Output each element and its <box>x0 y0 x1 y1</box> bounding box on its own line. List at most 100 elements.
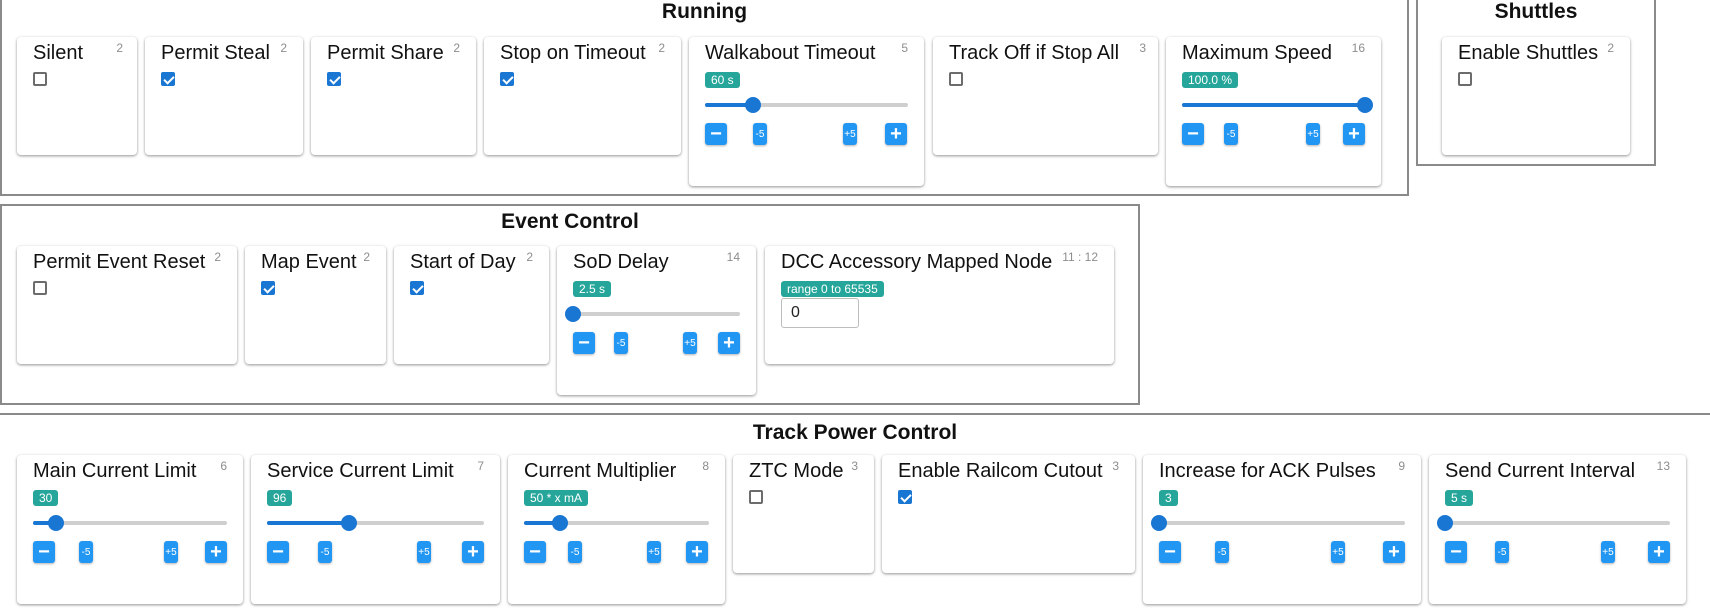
maximum-speed-slider[interactable] <box>1182 97 1373 113</box>
increase-ack-pulses-slider[interactable] <box>1151 515 1405 531</box>
slider-fill <box>267 521 349 525</box>
increment-button[interactable]: + <box>885 123 907 145</box>
dcc-node-input[interactable] <box>781 298 859 328</box>
sod-delay-card: SoD Delay 14 2.5 s − -5 +5 + <box>557 246 756 395</box>
increment-5-button[interactable]: +5 <box>843 123 857 145</box>
decrement-5-button[interactable]: -5 <box>1224 123 1238 145</box>
ztc-mode-checkbox[interactable] <box>749 490 763 504</box>
card-title: Enable Railcom Cutout <box>898 460 1103 482</box>
card-title: SoD Delay <box>573 251 669 273</box>
card-title: Main Current Limit <box>33 460 197 482</box>
decrement-button[interactable]: − <box>33 541 55 563</box>
card-index: 2 <box>658 41 665 55</box>
slider-fill <box>33 521 56 525</box>
decrement-5-button[interactable]: -5 <box>614 332 628 354</box>
increment-button[interactable]: + <box>205 541 227 563</box>
decrement-5-button[interactable]: -5 <box>1495 541 1509 563</box>
slider-thumb[interactable] <box>1357 97 1373 113</box>
increment-button[interactable]: + <box>462 541 484 563</box>
slider-thumb[interactable] <box>744 97 761 113</box>
increment-5-button[interactable]: +5 <box>1306 123 1320 145</box>
card-index: 8 <box>702 459 709 473</box>
decrement-5-button[interactable]: -5 <box>753 123 767 145</box>
current-multiplier-slider[interactable] <box>524 515 709 531</box>
card-index: 2 <box>363 250 370 264</box>
decrement-5-button[interactable]: -5 <box>568 541 582 563</box>
value-badge: 30 <box>33 490 59 506</box>
enable-railcom-cutout-card: Enable Railcom Cutout 3 <box>882 455 1135 573</box>
walkabout-timeout-slider[interactable] <box>705 97 908 113</box>
main-current-limit-slider[interactable] <box>33 515 227 531</box>
increment-5-button[interactable]: +5 <box>647 541 661 563</box>
card-title: Stop on Timeout <box>500 42 646 64</box>
card-index: 16 <box>1351 41 1365 55</box>
enable-railcom-cutout-checkbox[interactable] <box>898 490 912 504</box>
increment-5-button[interactable]: +5 <box>417 541 431 563</box>
increment-button[interactable]: + <box>686 541 708 563</box>
increment-button[interactable]: + <box>1343 123 1365 145</box>
card-index: 13 <box>1656 459 1670 473</box>
start-of-day-checkbox[interactable] <box>410 281 424 295</box>
sod-delay-slider[interactable] <box>565 306 740 322</box>
group-title: Track Power Control <box>752 421 958 444</box>
card-title: Maximum Speed <box>1182 42 1333 64</box>
permit-event-reset-checkbox[interactable] <box>33 281 47 295</box>
start-of-day-card: Start of Day 2 <box>394 246 549 364</box>
decrement-5-button[interactable]: -5 <box>1215 541 1229 563</box>
track-off-checkbox[interactable] <box>949 72 963 86</box>
increment-5-button[interactable]: +5 <box>1331 541 1345 563</box>
decrement-button[interactable]: − <box>705 123 727 145</box>
send-current-interval-card: Send Current Interval 13 5 s − -5 +5 + <box>1429 455 1686 604</box>
slider-thumb[interactable] <box>552 515 569 531</box>
card-index: 2 <box>526 250 533 264</box>
decrement-button[interactable]: − <box>524 541 546 563</box>
service-current-limit-card: Service Current Limit 7 96 − -5 +5 + <box>251 455 500 604</box>
enable-shuttles-checkbox[interactable] <box>1458 72 1472 86</box>
stop-on-timeout-checkbox[interactable] <box>500 72 514 86</box>
card-index: 5 <box>901 41 908 55</box>
increment-button[interactable]: + <box>1383 541 1405 563</box>
send-current-interval-slider[interactable] <box>1437 515 1670 531</box>
value-badge: 50 * x mA <box>524 490 589 506</box>
decrement-5-button[interactable]: -5 <box>79 541 93 563</box>
card-index: 2 <box>116 41 123 55</box>
slider-fill <box>1182 103 1365 107</box>
value-badge: 5 s <box>1445 490 1474 506</box>
permit-steal-checkbox[interactable] <box>161 72 175 86</box>
card-index: 3 <box>851 459 858 473</box>
card-title: Permit Event Reset <box>33 251 206 273</box>
decrement-button[interactable]: − <box>1159 541 1181 563</box>
increment-5-button[interactable]: +5 <box>164 541 178 563</box>
increment-5-button[interactable]: +5 <box>683 332 697 354</box>
decrement-5-button[interactable]: -5 <box>318 541 332 563</box>
card-title: Permit Share <box>327 42 444 64</box>
value-badge: 100.0 % <box>1182 72 1239 88</box>
main-current-limit-card: Main Current Limit 6 30 − -5 +5 + <box>17 455 243 604</box>
card-index: 3 <box>1139 41 1146 55</box>
range-badge: range 0 to 65535 <box>781 281 884 297</box>
decrement-button[interactable]: − <box>573 332 595 354</box>
decrement-button[interactable]: − <box>267 541 289 563</box>
slider-thumb[interactable] <box>565 306 581 322</box>
slider-thumb[interactable] <box>340 515 357 531</box>
permit-share-checkbox[interactable] <box>327 72 341 86</box>
silent-checkbox[interactable] <box>33 72 47 86</box>
silent-card: Silent 2 <box>17 37 137 155</box>
card-title: Walkabout Timeout <box>705 42 876 64</box>
service-current-limit-slider[interactable] <box>267 515 484 531</box>
increment-button[interactable]: + <box>718 332 740 354</box>
slider-fill <box>705 103 753 107</box>
map-event-checkbox[interactable] <box>261 281 275 295</box>
slider-thumb[interactable] <box>47 515 64 531</box>
card-index: 2 <box>453 41 460 55</box>
card-index: 3 <box>1112 459 1119 473</box>
decrement-button[interactable]: − <box>1182 123 1204 145</box>
card-index: 2 <box>1607 41 1614 55</box>
increment-button[interactable]: + <box>1648 541 1670 563</box>
card-title: Enable Shuttles <box>1458 42 1599 64</box>
slider-thumb[interactable] <box>1151 515 1167 531</box>
card-index: 6 <box>220 459 227 473</box>
increment-5-button[interactable]: +5 <box>1601 541 1615 563</box>
slider-thumb[interactable] <box>1437 515 1453 531</box>
decrement-button[interactable]: − <box>1445 541 1467 563</box>
